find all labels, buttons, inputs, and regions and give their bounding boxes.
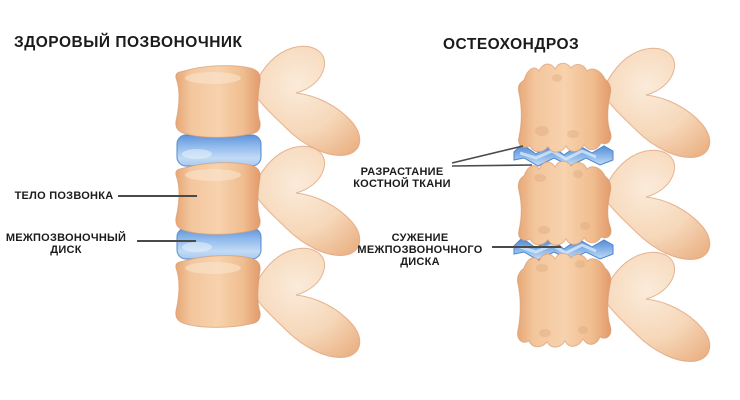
label-bone-growth: РАЗРАСТАНИЕ КОСТНОЙ ТКАНИ [342,166,462,190]
osteochondrosis-title: ОСТЕОХОНДРОЗ [443,36,580,53]
label-disc-line2: ДИСК [50,244,82,256]
narrowed-disc [513,143,614,261]
label-narrowing-line1: СУЖЕНИЕ [391,232,449,244]
leader-lines [118,145,561,248]
label-disc-line1: МЕЖПОЗВОНОЧНЫЙ [5,232,127,244]
label-narrowing-line2: МЕЖПОЗВОНОЧНОГО [357,244,483,256]
healthy-disc [176,134,262,260]
label-bone-growth-line1: РАЗРАСТАНИЕ [360,166,444,178]
osteochondrosis-spine-illustration [513,47,711,362]
label-vertebra-body: ТЕЛО ПОЗВОНКА [10,190,118,202]
label-intervertebral-disc: МЕЖПОЗВОНОЧНЫЙ ДИСК [2,232,130,256]
label-disc-narrowing: СУЖЕНИЕ МЕЖПОЗВОНОЧНОГО ДИСКА [354,232,486,268]
label-vertebra-body-text: ТЕЛО ПОЗВОНКА [14,190,114,202]
label-narrowing-line3: ДИСКА [400,256,440,268]
healthy-spine-title: ЗДОРОВЫЙ ПОЗВОНОЧНИК [14,34,243,51]
healthy-spine-illustration [175,45,361,358]
label-bone-growth-line2: КОСТНОЙ ТКАНИ [353,178,451,190]
degenerated-vertebra-body [517,62,612,348]
